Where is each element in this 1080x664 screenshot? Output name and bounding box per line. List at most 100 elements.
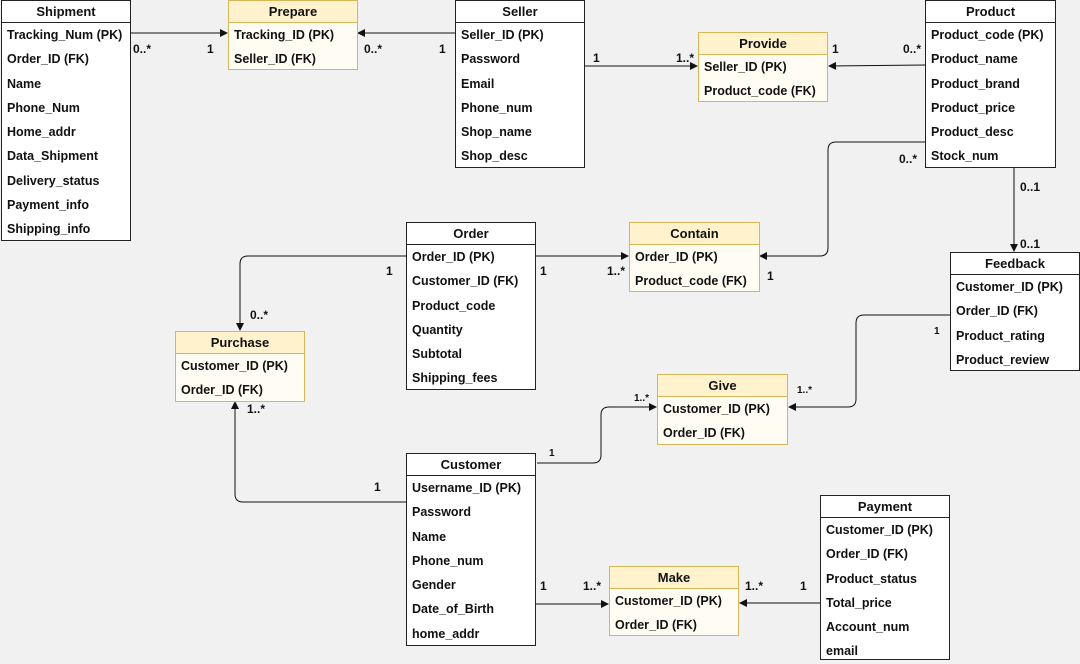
entity-product[interactable]: Product Product_code (PK) Product_name P… bbox=[925, 0, 1056, 168]
entity-attribute: Order_ID (FK) bbox=[956, 304, 1038, 319]
edge-customer-purchase bbox=[231, 401, 406, 503]
multiplicity-label: 1 bbox=[439, 42, 446, 56]
entity-attribute: Order_ID (FK) bbox=[826, 547, 908, 562]
entity-title: Seller bbox=[456, 1, 584, 23]
entity-attribute: Shop_desc bbox=[461, 149, 528, 164]
entity-attribute: Customer_ID (FK) bbox=[412, 274, 519, 289]
entity-attribute: Shop_name bbox=[461, 125, 532, 140]
multiplicity-label: 1 bbox=[800, 579, 807, 593]
entity-attribute: Product_code (FK) bbox=[635, 274, 747, 289]
entity-give[interactable]: Give Customer_ID (PK) Order_ID (FK) bbox=[657, 374, 788, 445]
entity-attribute: Order_ID (FK) bbox=[181, 383, 263, 398]
entity-attribute: Password bbox=[412, 505, 472, 520]
multiplicity-label: 1 bbox=[549, 448, 555, 459]
entity-attribute: Product_review bbox=[956, 352, 1050, 367]
multiplicity-label: 0..* bbox=[250, 308, 269, 322]
multiplicity-label: 0..* bbox=[133, 42, 152, 56]
entity-title: Provide bbox=[699, 33, 827, 55]
entity-attribute: Order_ID (FK) bbox=[615, 618, 697, 633]
entity-contain[interactable]: Contain Order_ID (PK) Product_code (FK) bbox=[629, 222, 760, 292]
entity-attribute: Customer_ID (PK) bbox=[181, 359, 288, 373]
entity-attribute: Product_rating bbox=[956, 328, 1045, 343]
multiplicity-label: 0..* bbox=[899, 152, 918, 166]
multiplicity-label: 1 bbox=[832, 42, 839, 56]
entity-attribute: Delivery_status bbox=[7, 173, 100, 188]
entity-make[interactable]: Make Customer_ID (PK) Order_ID (FK) bbox=[609, 566, 739, 636]
entity-title: Prepare bbox=[229, 1, 357, 23]
entity-title: Contain bbox=[630, 223, 759, 245]
entity-attribute: Product_code (PK) bbox=[931, 28, 1044, 42]
multiplicity-label: 1 bbox=[767, 269, 774, 283]
entity-attribute: Phone_num bbox=[412, 553, 484, 568]
entity-attribute: Home_addr bbox=[7, 125, 76, 140]
entity-attribute: Total_price bbox=[826, 595, 892, 610]
entity-attribute: Gender bbox=[412, 578, 456, 593]
entity-attribute: Seller_ID (PK) bbox=[461, 28, 544, 42]
edge-customer-give bbox=[537, 403, 657, 464]
entity-attribute: Tracking_ID (PK) bbox=[234, 28, 335, 42]
entity-attribute: Product_name bbox=[931, 52, 1018, 67]
entity-title: Make bbox=[610, 567, 738, 589]
entity-attribute: Product_price bbox=[931, 100, 1016, 115]
entity-attribute: Customer_ID (PK) bbox=[826, 523, 933, 537]
entity-seller[interactable]: Seller Seller_ID (PK) Password Email Pho… bbox=[455, 0, 585, 168]
entity-attribute: Customer_ID (PK) bbox=[663, 402, 770, 416]
entity-attribute: Date_of_Birth bbox=[412, 602, 494, 617]
entity-attribute: Shipping_info bbox=[7, 222, 91, 237]
entity-order[interactable]: Order Order_ID (PK) Customer_ID (FK) Pro… bbox=[406, 222, 536, 390]
edge-product-contain bbox=[759, 141, 926, 260]
entity-attribute: Product_brand bbox=[931, 76, 1020, 91]
entity-attribute: Order_ID (FK) bbox=[663, 426, 745, 441]
entity-attribute: Password bbox=[461, 52, 521, 67]
entity-attribute: Tracking_Num (PK) bbox=[7, 28, 123, 42]
entity-attribute: Order_ID (PK) bbox=[412, 250, 495, 264]
entity-attribute: Name bbox=[7, 76, 42, 91]
multiplicity-label: 1 bbox=[540, 579, 547, 593]
multiplicity-label: 1 bbox=[593, 51, 600, 65]
entity-attribute: Stock_num bbox=[931, 149, 999, 164]
edge-order-purchase bbox=[236, 255, 406, 331]
entity-shipment[interactable]: Shipment Tracking_Num (PK) Order_ID (FK)… bbox=[1, 0, 131, 241]
entity-attribute: Seller_ID (FK) bbox=[234, 52, 316, 67]
entity-attribute: Order_ID (PK) bbox=[635, 250, 718, 264]
entity-title: Product bbox=[926, 1, 1055, 23]
multiplicity-label: 1 bbox=[540, 264, 547, 278]
entity-attribute: Phone_Num bbox=[7, 100, 80, 115]
multiplicity-label: 1..* bbox=[634, 393, 650, 404]
entity-attribute: Product_code (FK) bbox=[704, 84, 816, 99]
entity-attribute: Phone_num bbox=[461, 100, 533, 115]
multiplicity-label: 1..* bbox=[247, 402, 266, 416]
entity-feedback[interactable]: Feedback Customer_ID (PK) Order_ID (FK) … bbox=[950, 252, 1080, 371]
entity-attribute: email bbox=[826, 644, 858, 659]
entity-attribute: Data_Shipment bbox=[7, 149, 98, 164]
entity-payment[interactable]: Payment Customer_ID (PK) Order_ID (FK) P… bbox=[820, 495, 950, 660]
entity-attribute: Seller_ID (PK) bbox=[704, 60, 787, 74]
edge-product-provide bbox=[828, 61, 927, 70]
entity-attribute: Product_code bbox=[412, 298, 496, 313]
entity-attribute: Customer_ID (PK) bbox=[615, 594, 722, 608]
multiplicity-label: 0..* bbox=[903, 42, 922, 56]
entity-title: Feedback bbox=[951, 253, 1079, 275]
entity-customer[interactable]: Customer Username_ID (PK) Password Name … bbox=[406, 453, 536, 646]
multiplicity-label: 1 bbox=[934, 326, 940, 337]
entity-attribute: Subtotal bbox=[412, 347, 462, 362]
entity-title: Give bbox=[658, 375, 787, 397]
entity-provide[interactable]: Provide Seller_ID (PK) Product_code (FK) bbox=[698, 32, 828, 102]
multiplicity-label: 1..* bbox=[797, 385, 813, 396]
entity-attribute: Product_desc bbox=[931, 125, 1014, 140]
entity-attribute: Shipping_fees bbox=[412, 371, 498, 386]
entity-purchase[interactable]: Purchase Customer_ID (PK) Order_ID (FK) bbox=[175, 331, 305, 402]
entity-title: Shipment bbox=[2, 1, 130, 23]
multiplicity-label: 1..* bbox=[607, 264, 626, 278]
entity-attribute: Email bbox=[461, 76, 495, 91]
entity-title: Customer bbox=[407, 454, 535, 476]
multiplicity-label: 0..* bbox=[364, 42, 383, 56]
entity-attribute: Quantity bbox=[412, 322, 463, 337]
entity-attribute: Order_ID (FK) bbox=[7, 52, 89, 67]
entity-prepare[interactable]: Prepare Tracking_ID (PK) Seller_ID (FK) bbox=[228, 0, 358, 70]
entity-attribute: Username_ID (PK) bbox=[412, 481, 522, 495]
edge-feedback-give bbox=[788, 314, 950, 411]
multiplicity-label: 0..1 bbox=[1020, 180, 1041, 194]
entity-attribute: Account_num bbox=[826, 620, 910, 635]
